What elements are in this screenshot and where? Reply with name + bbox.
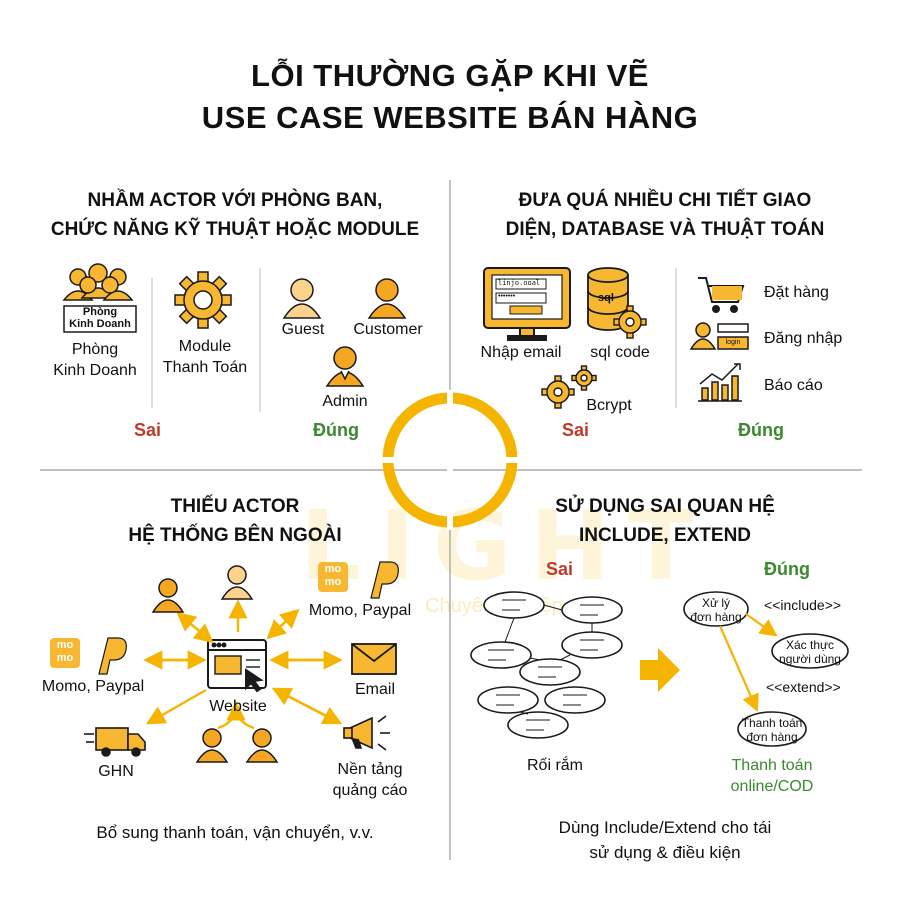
label-guest: Guest bbox=[281, 321, 325, 338]
screen-password-text: ••••••• bbox=[498, 293, 516, 300]
page-title-line1: LỖI THƯỜNG GẶP KHI VẼ bbox=[251, 58, 649, 93]
user-icon-top bbox=[220, 565, 254, 600]
user-icon-bottom-right bbox=[245, 728, 279, 763]
extend-relation-label: <<extend>> bbox=[766, 679, 841, 695]
messy-usecases bbox=[470, 591, 623, 739]
login-button-text: login bbox=[725, 339, 741, 346]
user-icon-left bbox=[151, 578, 185, 613]
relation-arrows bbox=[718, 613, 778, 713]
label-sql-code: sql code bbox=[590, 344, 650, 361]
q2-wrong-label: Sai bbox=[562, 420, 590, 440]
screen-email-text: linjo.ooal bbox=[498, 279, 541, 287]
q4-wrong-label: Sai bbox=[546, 559, 574, 579]
customer-icon bbox=[367, 278, 407, 319]
q3-caption: Bổ sung thanh toán, vận chuyển, v.v. bbox=[96, 823, 374, 842]
q4-right-label: Đúng bbox=[764, 559, 810, 579]
website-arrows bbox=[143, 599, 343, 730]
q2-right-label: Đúng bbox=[738, 420, 784, 440]
label-website: Website bbox=[209, 698, 267, 715]
sql-gear-icon bbox=[613, 305, 647, 339]
users-icons bbox=[151, 565, 279, 763]
page-title-line2: USE CASE WEBSITE BÁN HÀNG bbox=[201, 100, 699, 135]
transform-arrow bbox=[640, 648, 680, 692]
megaphone-icon bbox=[343, 715, 390, 751]
login-user-icon bbox=[689, 322, 749, 350]
label-report: Báo cáo bbox=[764, 377, 823, 394]
label-order: Đặt hàng bbox=[764, 284, 829, 301]
q1-title: NHẦM ACTOR VỚI PHÒNG BAN,CHỨC NĂNG KỸ TH… bbox=[50, 190, 420, 240]
momo-paypal-top-icon bbox=[318, 561, 399, 599]
truck-icon bbox=[84, 727, 146, 757]
module-gear-icon bbox=[174, 271, 232, 329]
db-sql-text: sql bbox=[598, 292, 614, 304]
monitor-form-icon bbox=[483, 267, 571, 341]
label-messy: Rối rắm bbox=[526, 757, 583, 774]
label-admin: Admin bbox=[322, 393, 368, 410]
q1-wrong-label: Sai bbox=[134, 420, 162, 440]
report-chart-icon bbox=[698, 363, 742, 402]
cart-icon bbox=[698, 277, 745, 313]
correct-usecases bbox=[683, 591, 849, 747]
label-momo-paypal-left: Momo, Paypal bbox=[41, 678, 145, 695]
label-login: Đăng nhập bbox=[764, 330, 843, 347]
department-people-icon bbox=[62, 263, 134, 301]
messy-lines bbox=[488, 599, 604, 731]
label-email: Email bbox=[354, 681, 395, 698]
q1-right-label: Đúng bbox=[313, 420, 359, 440]
bcrypt-gears-icon bbox=[541, 365, 597, 409]
admin-icon bbox=[325, 346, 365, 387]
label-customer: Customer bbox=[353, 321, 423, 338]
guest-icon bbox=[282, 278, 322, 319]
department-sign bbox=[63, 305, 137, 333]
label-ghn: GHN bbox=[98, 763, 134, 780]
email-icon bbox=[351, 643, 397, 675]
include-relation-label: <<include>> bbox=[764, 597, 842, 613]
user-icon-bottom-left bbox=[195, 728, 229, 763]
label-bcrypt: Bcrypt bbox=[586, 397, 632, 414]
momo-paypal-left-icon bbox=[50, 637, 127, 675]
label-momo-paypal-top: Momo, Paypal bbox=[308, 602, 412, 619]
website-icon bbox=[207, 639, 267, 693]
label-email-input: Nhập email bbox=[480, 344, 562, 361]
